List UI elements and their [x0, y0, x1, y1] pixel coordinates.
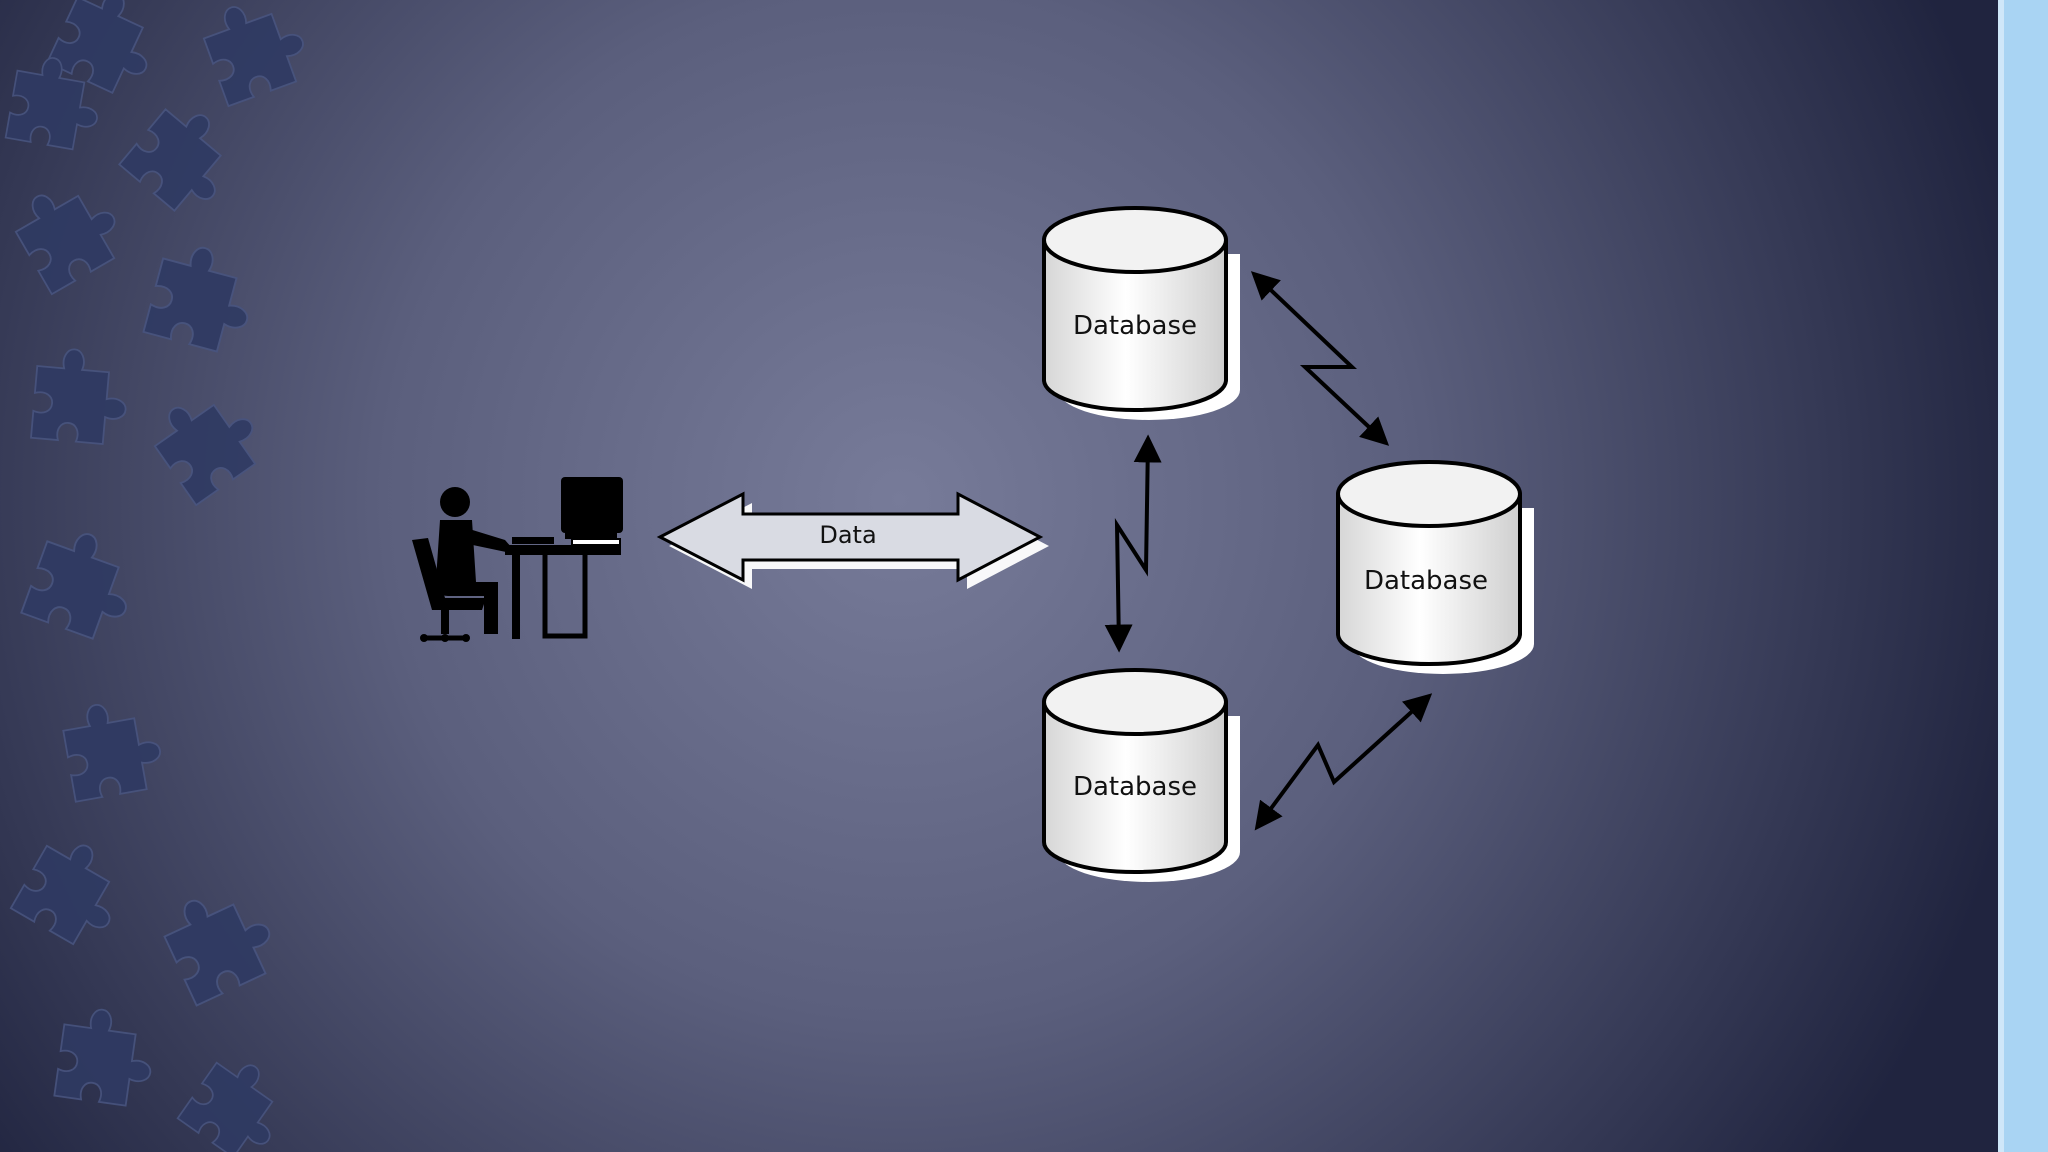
right-border-strip — [1998, 0, 2048, 1152]
data-double-arrow: Data — [656, 491, 1049, 589]
database-label: Database — [1364, 566, 1488, 596]
database-label: Database — [1073, 772, 1197, 802]
database-cylinder-top: Database — [1042, 206, 1240, 420]
background — [0, 0, 2000, 1152]
user-at-computer-icon — [412, 477, 623, 642]
data-arrow-label: Data — [819, 521, 876, 549]
lightning-arrow-top-bottom — [1104, 434, 1162, 653]
database-label: Database — [1073, 311, 1197, 341]
database-cylinder-right: Database — [1336, 460, 1534, 674]
lightning-arrow-bottom-right — [1254, 693, 1433, 831]
database-cylinder-bottom: Database — [1042, 668, 1240, 882]
lightning-arrow-top-right — [1250, 271, 1390, 446]
